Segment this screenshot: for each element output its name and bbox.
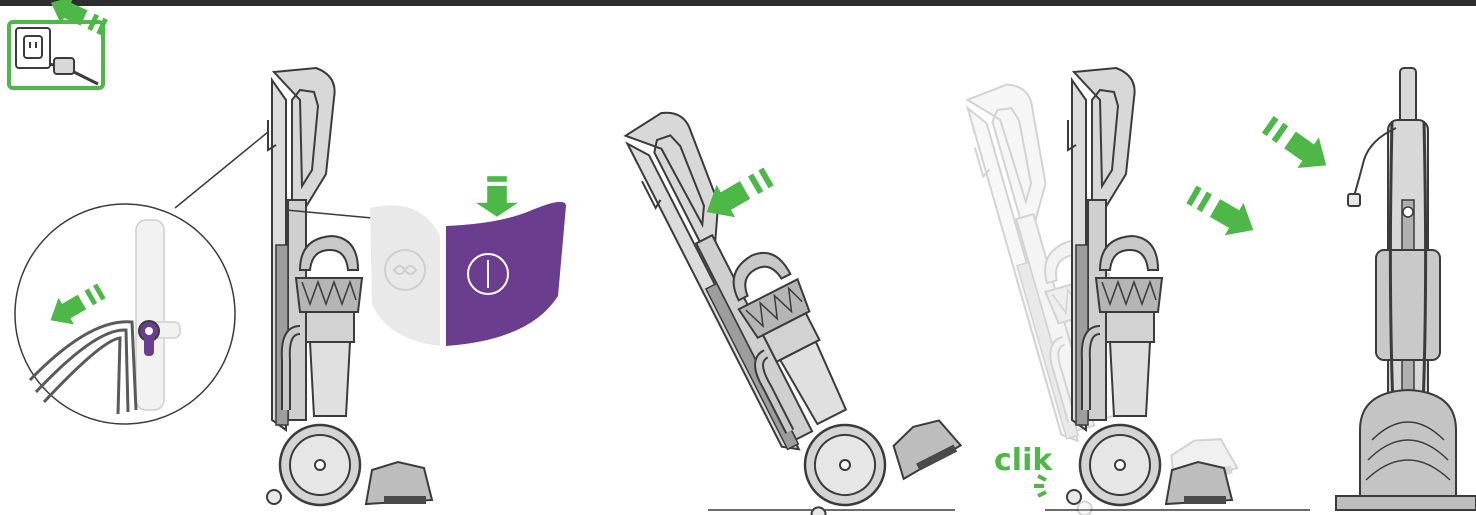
power-switch-on-icon — [370, 176, 566, 346]
click-sound-label: clik — [994, 443, 1053, 478]
click-sound-lines — [1034, 476, 1046, 496]
front-view-vacuum — [1336, 68, 1476, 510]
return-upright-arrow-icon — [1182, 178, 1263, 246]
store-upright-arrow-icon — [1257, 109, 1337, 181]
switch-press-arrow-icon — [476, 176, 518, 217]
cord-hook-detail-icon — [15, 132, 268, 424]
unplug-icon — [9, 0, 111, 88]
tilted-vacuum — [618, 60, 963, 515]
